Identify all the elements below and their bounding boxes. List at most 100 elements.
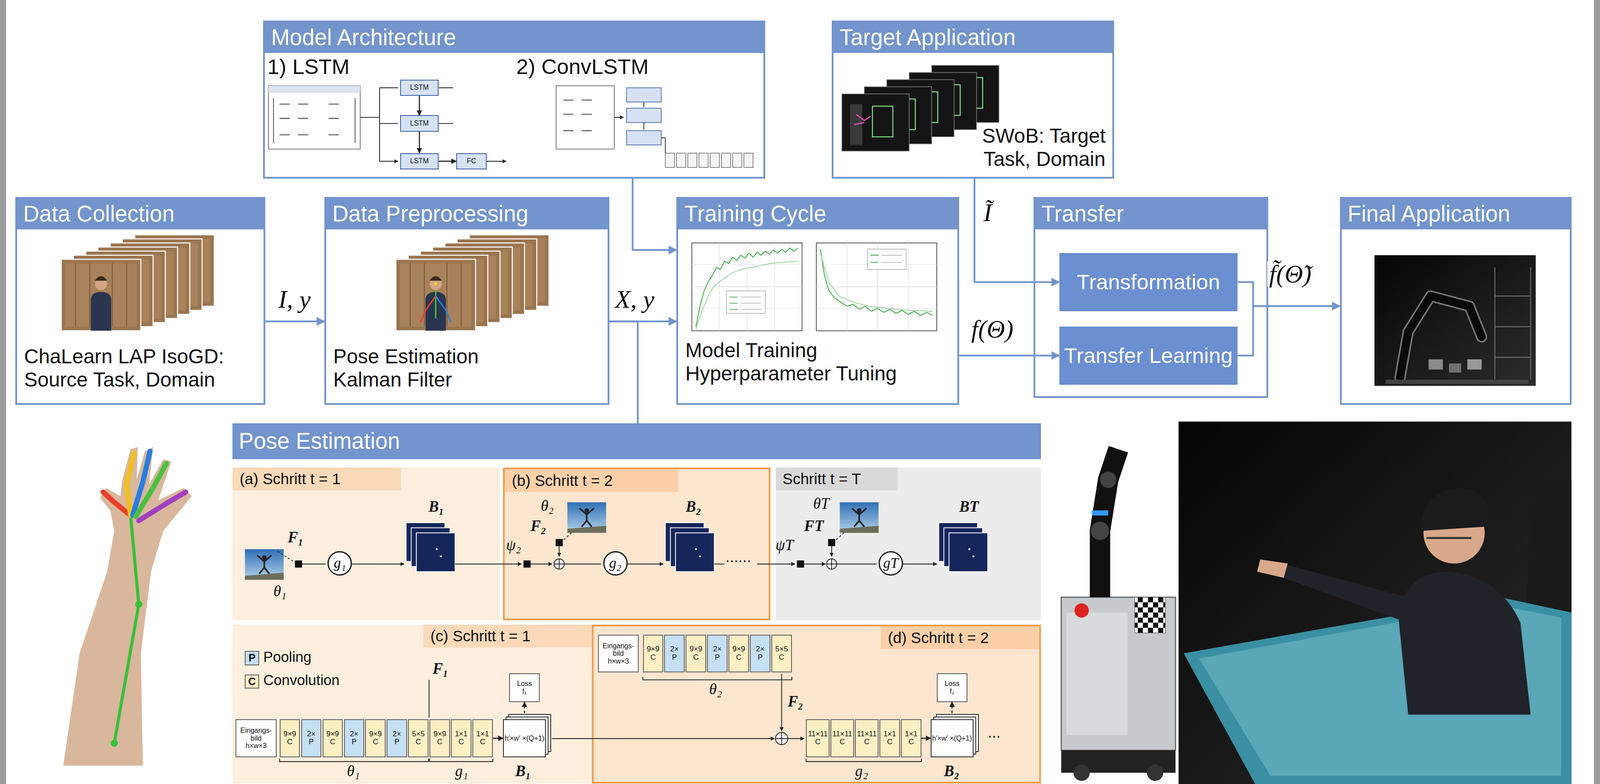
box-body-text: P — [351, 738, 357, 747]
lstm-cell: LSTM — [400, 115, 440, 132]
loss-chart — [816, 242, 937, 331]
pose-step-t — [836, 563, 937, 565]
annotation-label: B₁ — [428, 499, 445, 515]
convlstm-diagram — [699, 153, 709, 168]
pose-step-a — [244, 549, 284, 581]
box-body-text: C — [864, 738, 870, 747]
pose-step-b — [665, 522, 715, 572]
connector — [974, 178, 1060, 283]
belief-map-stack: h′×w′ ×(Q+1) — [502, 719, 546, 757]
box-text: 1×1 — [454, 730, 468, 739]
section-band: Pose Estimation(a) Schritt t = 1g₁(b) Sc… — [232, 423, 1041, 784]
page-frame — [1593, 0, 1600, 784]
pooling-layer: 2×P — [749, 634, 771, 673]
connector — [523, 702, 526, 714]
box-body-text: C — [908, 738, 914, 747]
training-chart — [740, 297, 762, 310]
box-text: FC — [466, 157, 476, 165]
pose-step-b — [558, 546, 560, 557]
box-text: 9×9 — [369, 730, 382, 739]
convlstm-diagram — [614, 116, 624, 118]
lstm-diagram — [379, 87, 398, 162]
input-image-box: Eingangs- bildh×w×3 — [597, 634, 639, 673]
preprocessed-frames — [395, 234, 549, 331]
box-body-text: C — [415, 738, 422, 747]
pose-step-b — [554, 559, 565, 570]
pooling-layer: 2×P — [386, 719, 408, 757]
pose-step-t — [834, 532, 844, 542]
box-body-text: C — [650, 653, 656, 662]
robot-scene-photo — [1178, 421, 1572, 784]
process-box: TransferTransformationTransfer Learning — [1033, 196, 1269, 398]
pose-step-b — [567, 502, 607, 533]
annotation-label: θT — [813, 495, 830, 512]
loss-chart — [816, 242, 937, 331]
training-chart — [729, 297, 739, 310]
source-frames — [61, 234, 215, 331]
convlstm-diagram — [732, 153, 742, 168]
robot-scene-photo — [1426, 537, 1472, 540]
convolution-layer: 1×1C — [900, 719, 922, 757]
box-body-text: C — [693, 653, 699, 662]
final-robot-photo — [1374, 255, 1536, 387]
convlstm-diagram — [555, 85, 615, 150]
lstm-diagram — [268, 85, 361, 150]
legend-text: Convolution — [263, 672, 340, 689]
lstm-diagram — [360, 87, 380, 162]
final-robot-photo — [1428, 359, 1443, 370]
function-circle: gT — [878, 551, 904, 576]
annotation-label: F₁ — [287, 529, 304, 546]
robot-scene-photo — [1100, 471, 1117, 488]
pose-step-b — [757, 563, 795, 565]
box-body-text: C — [778, 653, 785, 662]
connector — [951, 702, 953, 714]
convlstm-diagram — [555, 85, 753, 168]
robot-scene-photo — [1061, 597, 1176, 751]
box-text: Eingangs- bild — [598, 642, 638, 658]
robot-scene-photo — [1074, 603, 1090, 618]
convlstm-diagram — [661, 137, 665, 154]
robot-scene-photo — [1421, 488, 1500, 531]
pose-step-t — [826, 559, 837, 570]
convlstm-diagram — [626, 130, 662, 146]
box-body-text: h×w×3 — [245, 741, 267, 750]
final-robot-photo — [1374, 255, 1536, 387]
lstm-cell: LSTM — [400, 153, 440, 170]
cnn-step-c — [552, 738, 775, 739]
box-text: g₁ — [333, 555, 346, 571]
belief-map-stack: h′×w′ ×(Q+1) — [930, 719, 974, 757]
box-text: 1×1 — [883, 730, 897, 739]
annotation-label: F₂ — [787, 693, 804, 710]
cnn-step-d — [643, 673, 922, 762]
loss-chart — [820, 249, 933, 316]
legend-text: Pooling — [263, 649, 312, 665]
convlstm-diagram — [626, 87, 662, 103]
pose-step-t — [831, 546, 833, 557]
pose-step-a — [302, 563, 405, 565]
connector — [632, 178, 677, 250]
lstm-diagram — [279, 104, 339, 135]
robot-scene-photo — [1061, 421, 1572, 784]
convolution-layer: 9×9C — [365, 719, 386, 757]
convolution-layer: 9×9C — [728, 634, 750, 673]
hand-skeleton — [135, 600, 143, 608]
box-text: 2× — [713, 645, 722, 654]
hand-skeleton — [63, 446, 193, 766]
convolution-layer: 1×1C — [879, 719, 901, 757]
step-panel: (b) Schritt t = 2g₂ — [502, 467, 771, 621]
pose-step-t — [826, 559, 837, 570]
cnn-step-d — [775, 732, 788, 745]
box-text: 2× — [349, 730, 359, 739]
annotation-label: θ₂ — [709, 681, 722, 697]
annotation-label: ψT — [775, 537, 794, 553]
box-body-text: P — [757, 653, 763, 662]
annotation-label: θ₁ — [273, 583, 287, 599]
cnn-step-c — [279, 679, 775, 762]
box-body-text: h×w×3 — [608, 657, 630, 666]
box-text: 9×9 — [433, 730, 447, 739]
convlstm-diagram — [710, 153, 720, 168]
preprocessed-frames — [434, 282, 438, 286]
hand-skeleton — [110, 739, 118, 747]
box-body-text: P — [714, 653, 720, 662]
preprocessed-frames — [395, 259, 476, 331]
